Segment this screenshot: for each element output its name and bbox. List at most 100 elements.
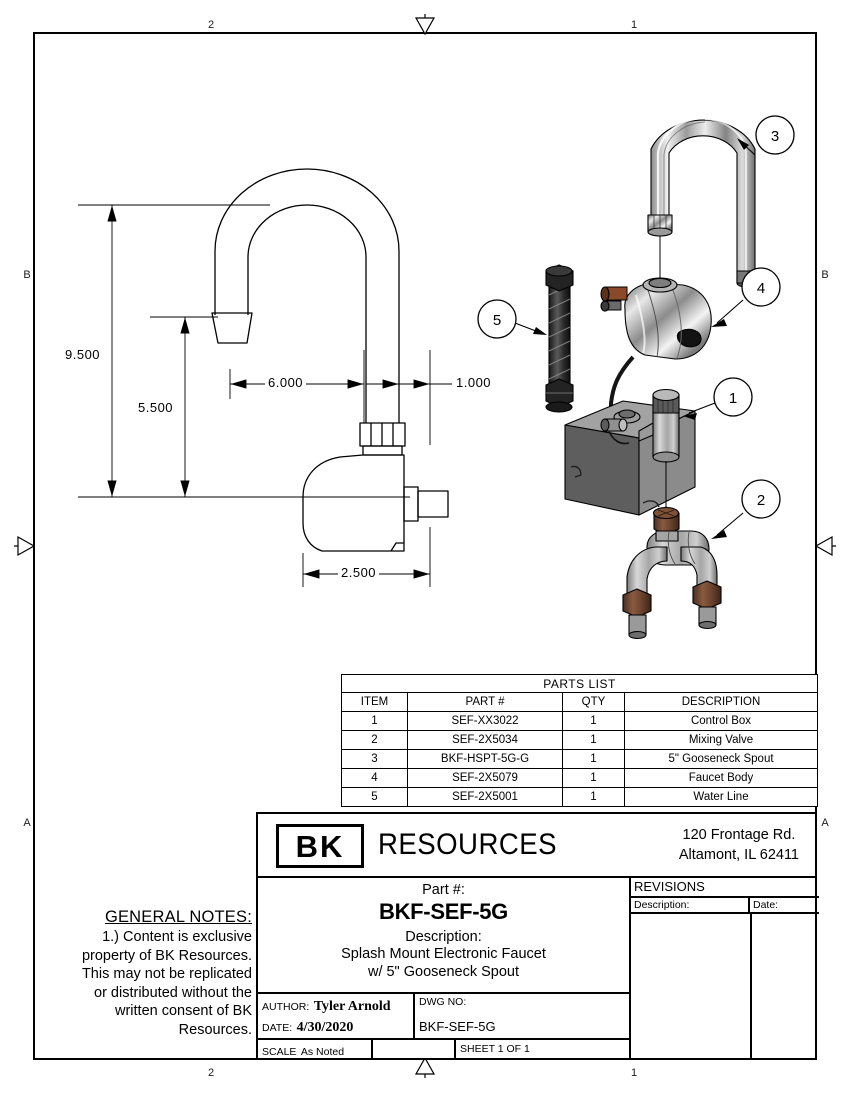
part-number-label: Part #: [422, 882, 465, 898]
address-line-1: 120 Frontage Rd. [682, 827, 796, 843]
table-row: 2 SEF-2X5034 1 Mixing Valve [341, 730, 819, 750]
cell-description: Control Box [623, 711, 819, 731]
note-line: 1.) Content is exclusive [102, 929, 252, 945]
zone-label-right-a: A [821, 817, 829, 829]
date-label: DATE: [262, 1022, 293, 1034]
dimension-body-width: 2.500 [338, 565, 380, 580]
dimension-inlet-offset: 1.000 [456, 375, 492, 390]
date-value: 4/30/2020 [296, 1020, 354, 1035]
general-notes: GENERAL NOTES: 1.) Content is exclusive … [40, 908, 252, 1039]
cell-part: BKF-HSPT-5G-G [407, 749, 563, 769]
balloon-4-label: 4 [757, 280, 765, 297]
parts-list-title: PARTS LIST [340, 674, 819, 693]
cell-description: Faucet Body [623, 768, 819, 788]
description-label: Description: [405, 929, 482, 945]
dimension-overall-height: 9.500 [63, 347, 103, 362]
revisions-title-cell: REVISIONS [631, 878, 819, 898]
cell-item: 2 [341, 730, 408, 750]
balloon-5 [477, 299, 517, 339]
balloon-2-label: 2 [757, 492, 765, 509]
title-block-header: BK RESOURCES 120 Frontage Rd. Altamont, … [258, 814, 815, 878]
cell-item: 4 [341, 768, 408, 788]
cell-part: SEF-2X5001 [407, 787, 563, 807]
note-line: property of BK Resources. [81, 947, 252, 964]
author-value: Tyler Arnold [313, 999, 391, 1014]
cell-description: Water Line [623, 787, 819, 807]
title-block-main: Part #: BKF-SEF-5G Description: Splash M… [258, 878, 631, 1060]
cell-part: SEF-2X5079 [407, 768, 563, 788]
cell-item: 5 [341, 787, 408, 807]
balloon-1 [713, 377, 753, 417]
scale-label: SCALE [262, 1046, 297, 1058]
brand-name: RESOURCES [378, 828, 557, 861]
dimension-spout-reach: 6.000 [265, 375, 307, 390]
balloon-2 [741, 479, 781, 519]
cell-qty: 1 [562, 768, 625, 788]
scale-value: As Noted [300, 1046, 345, 1058]
scale-row: SCALE As Noted SHEET 1 OF 1 [258, 1040, 629, 1060]
cell-description: 5" Gooseneck Spout [623, 749, 819, 769]
dwg-no-value: BKF-SEF-5G [419, 1019, 496, 1034]
revisions-desc-header: Description: [634, 899, 690, 911]
revisions-title: REVISIONS [634, 879, 705, 894]
balloon-3-label: 3 [771, 128, 779, 145]
cell-item: 1 [341, 711, 408, 731]
cell-part: SEF-2X5034 [407, 730, 563, 750]
column-header-item: ITEM [341, 692, 408, 712]
zone-label-bottom-2: 2 [207, 1067, 215, 1079]
table-row: 3 BKF-HSPT-5G-G 1 5" Gooseneck Spout [341, 749, 819, 769]
balloon-3 [755, 115, 795, 155]
note-line: or distributed without the [94, 984, 252, 1001]
isometric-assembly-view: 3 [477, 95, 815, 640]
cell-description: Mixing Valve [623, 730, 819, 750]
dimension-spout-height: 5.500 [136, 400, 176, 415]
zone-label-right-b: B [821, 269, 829, 281]
revisions-desc-header-cell: Description: [631, 898, 750, 912]
author-line: AUTHOR: Tyler Arnold [262, 997, 391, 1015]
revisions-header-row: Description: Date: [631, 898, 819, 914]
zone-label-top-2: 2 [207, 19, 215, 31]
author-label: AUTHOR: [262, 1001, 310, 1013]
cell-qty: 1 [562, 787, 625, 807]
zone-label-left-a: A [23, 817, 31, 829]
author-date-cell: AUTHOR: Tyler Arnold DATE: 4/30/2020 [258, 994, 415, 1038]
sheet-number: SHEET 1 OF 1 [460, 1043, 530, 1055]
description-line-1: Splash Mount Electronic Faucet [341, 946, 546, 962]
note-line: written consent of BK [114, 1003, 252, 1020]
table-row: 5 SEF-2X5001 1 Water Line [341, 787, 819, 807]
cell-part: SEF-XX3022 [407, 711, 563, 731]
balloon-1-label: 1 [729, 390, 737, 407]
address-line-2: Altamont, IL 62411 [678, 846, 799, 863]
part-info-area: Part #: BKF-SEF-5G Description: Splash M… [258, 878, 629, 994]
scale-text: SCALE As Noted [262, 1042, 344, 1060]
title-block: BK RESOURCES 120 Frontage Rd. Altamont, … [256, 812, 819, 1060]
note-line: This may not be replicated [81, 966, 252, 983]
orthographic-faucet-view: 9.500 5.500 6.000 1.000 2.500 [60, 168, 492, 615]
bk-logo: BK [276, 824, 364, 868]
table-row: 4 SEF-2X5079 1 Faucet Body [341, 768, 819, 788]
zone-label-top-1: 1 [630, 19, 638, 31]
column-header-qty: QTY [562, 692, 625, 712]
revisions-date-header: Date: [753, 899, 779, 911]
revisions-date-header-cell: Date: [750, 898, 819, 912]
part-number-value: BKF-SEF-5G [378, 899, 508, 924]
blank-cell [373, 1040, 456, 1060]
description-line-2: w/ 5" Gooseneck Spout [367, 964, 520, 981]
parts-list-title-row: PARTS LIST [340, 674, 819, 693]
zone-label-left-b: B [23, 269, 31, 281]
table-row: 1 SEF-XX3022 1 Control Box [341, 711, 819, 731]
zone-label-bottom-1: 1 [630, 1067, 638, 1079]
author-row: AUTHOR: Tyler Arnold DATE: 4/30/2020 DWG… [258, 994, 629, 1040]
column-header-part: PART # [407, 692, 563, 712]
parts-list-table: PARTS LIST ITEM PART # QTY DESCRIPTION 1… [340, 674, 819, 807]
scale-cell: SCALE As Noted [258, 1040, 373, 1060]
note-line: Resources. [178, 1021, 252, 1038]
dwg-no-label: DWG NO: [419, 996, 467, 1008]
revisions-body [631, 914, 819, 1060]
column-header-description: DESCRIPTION [623, 692, 819, 712]
balloon-5-label: 5 [493, 312, 501, 329]
cell-item: 3 [341, 749, 408, 769]
revisions-block: REVISIONS Description: Date: [631, 878, 819, 1060]
cell-qty: 1 [562, 730, 625, 750]
